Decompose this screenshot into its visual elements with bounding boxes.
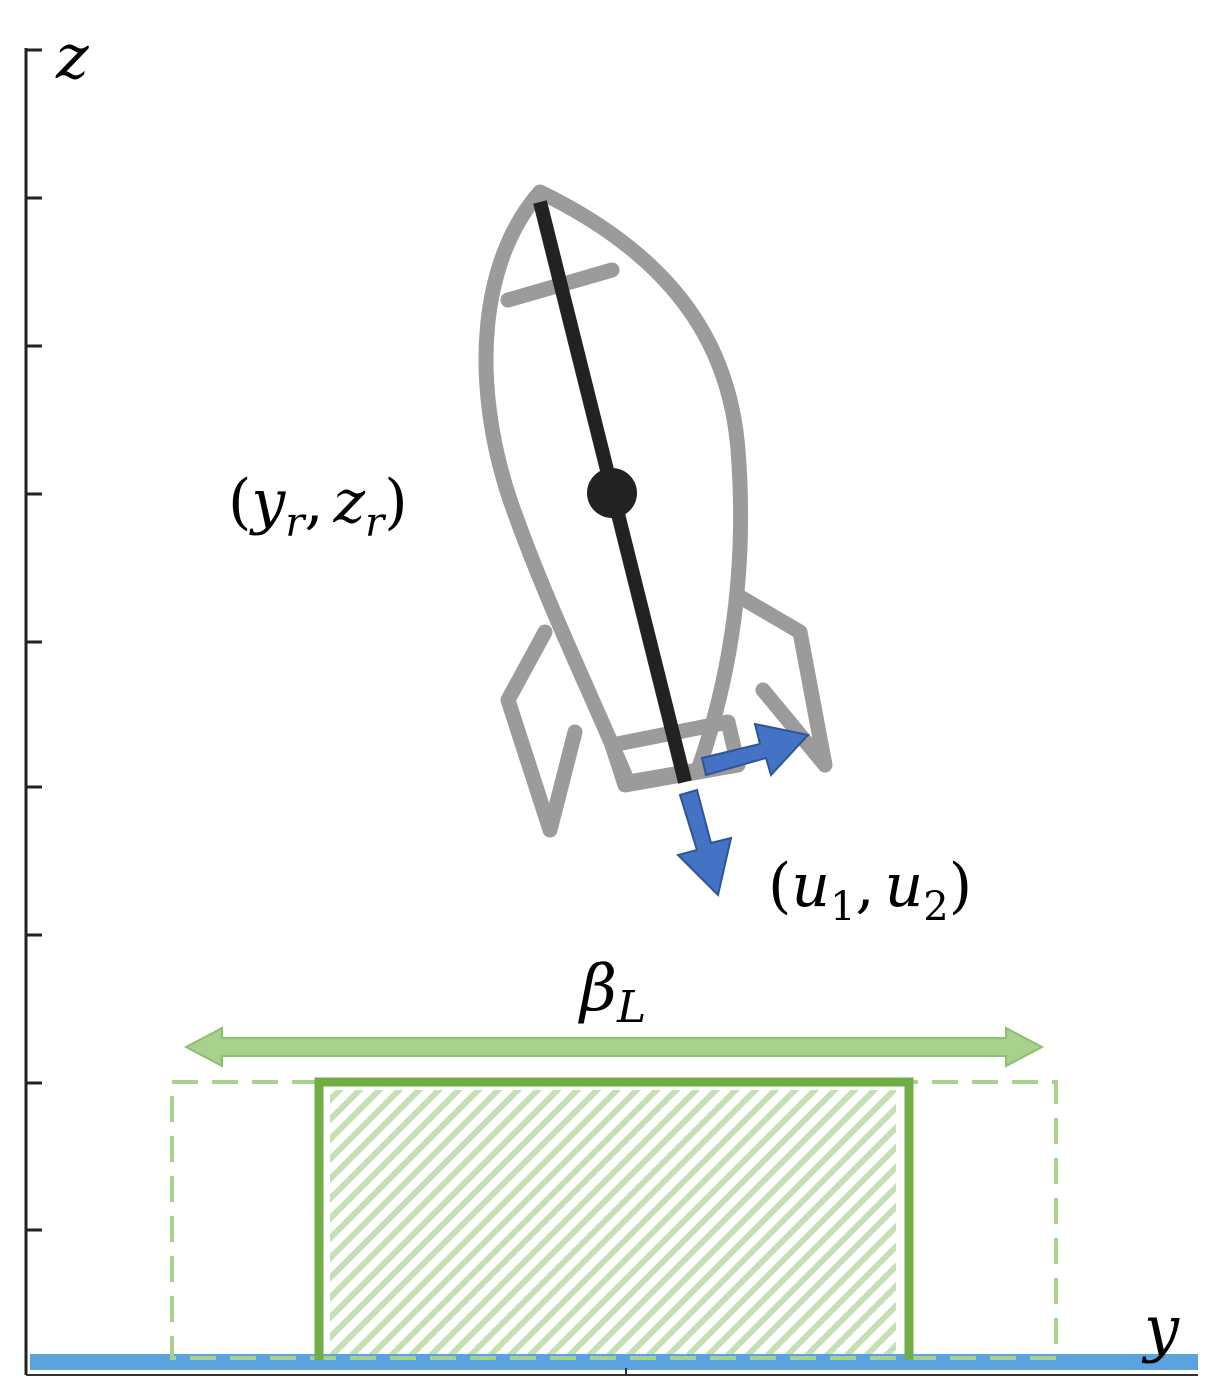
rocket-right-fin	[734, 590, 833, 773]
landing-pad-hatch	[330, 1090, 896, 1354]
z-axis	[24, 48, 42, 1375]
landing-pad	[314, 1077, 914, 1360]
y-axis-label: y	[1141, 1292, 1180, 1365]
thrust-arrow-axial	[676, 788, 733, 897]
position-label: (yr,zr)	[228, 467, 408, 546]
thrust-arrow-lateral	[700, 722, 810, 777]
landing-width-arrow	[183, 1026, 1045, 1068]
rocket-left-fin	[500, 624, 583, 838]
rocket-center-of-mass	[587, 468, 637, 518]
landing-width-label: βL	[578, 952, 646, 1033]
thrust-label: (u1,u2)	[768, 851, 972, 930]
z-axis-label: z	[55, 20, 89, 93]
